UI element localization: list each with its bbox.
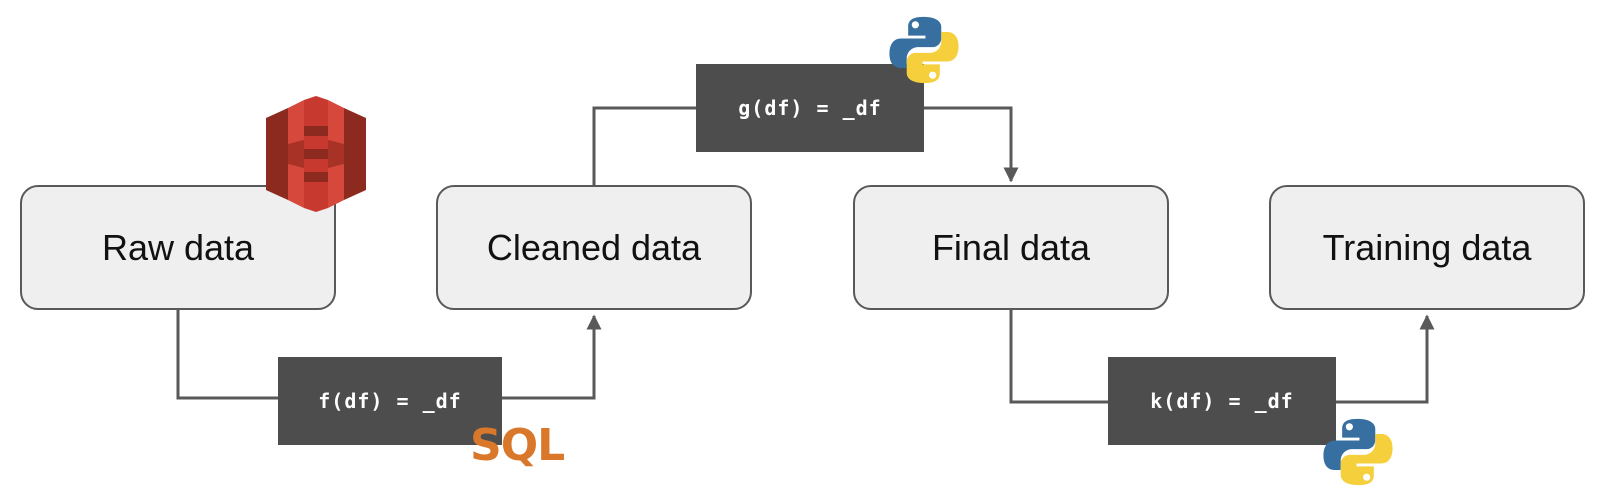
node-training-data: Training data	[1269, 185, 1585, 310]
aws-s3-icon	[266, 96, 366, 212]
node-cleaned-data: Cleaned data	[436, 185, 752, 310]
python-icon	[889, 16, 959, 84]
connector-raw-to-f	[176, 310, 280, 400]
connector-f-to-cleaned	[500, 314, 602, 400]
function-f-box: f(df) = _df	[278, 357, 502, 445]
sql-logo: SQL	[470, 420, 565, 471]
connector-cleaned-to-g	[592, 106, 698, 185]
node-raw-data: Raw data	[20, 185, 336, 310]
function-k-box: k(df) = _df	[1108, 357, 1336, 445]
connector-k-to-training	[1334, 314, 1435, 404]
python-icon	[1323, 418, 1393, 486]
node-final-data: Final data	[853, 185, 1169, 310]
connector-final-to-k	[1009, 310, 1110, 404]
function-g-box: g(df) = _df	[696, 64, 924, 152]
connector-g-to-final	[922, 106, 1019, 183]
